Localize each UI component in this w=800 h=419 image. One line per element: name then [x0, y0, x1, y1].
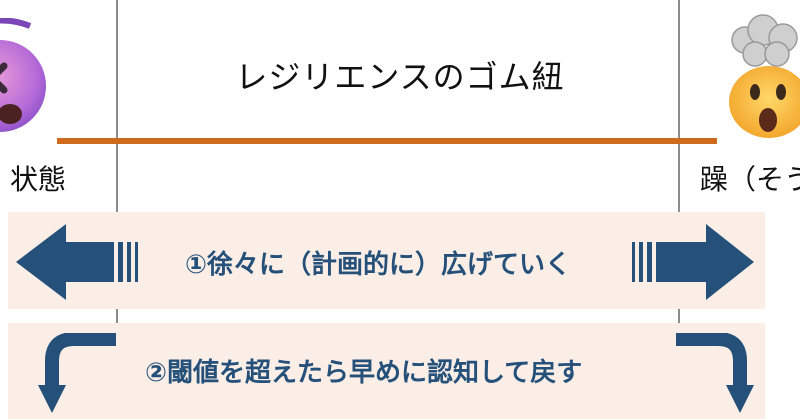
return-step-text: ②閾値を超えたら早めに認知して戻す	[145, 358, 583, 388]
exploding-head-icon	[729, 14, 800, 138]
expand-step-band	[8, 212, 765, 309]
return-left-arrow-icon	[38, 333, 116, 413]
rubber-band-line	[57, 138, 717, 144]
expand-left-arrow-icon	[16, 224, 138, 300]
diagram-title: レジリエンスのゴム紐	[235, 58, 565, 96]
left-state-label: 状態	[10, 163, 67, 196]
left-threshold-line	[116, 0, 118, 419]
return-right-arrow-icon	[676, 333, 754, 413]
return-step-band	[8, 323, 765, 419]
expand-right-arrow-icon	[632, 224, 754, 300]
dizzy-face-icon	[0, 18, 46, 132]
right-threshold-line	[678, 0, 680, 419]
right-state-label: 躁（そう	[700, 163, 800, 196]
expand-step-text: ①徐々に（計画的に）広げていく	[185, 250, 572, 280]
